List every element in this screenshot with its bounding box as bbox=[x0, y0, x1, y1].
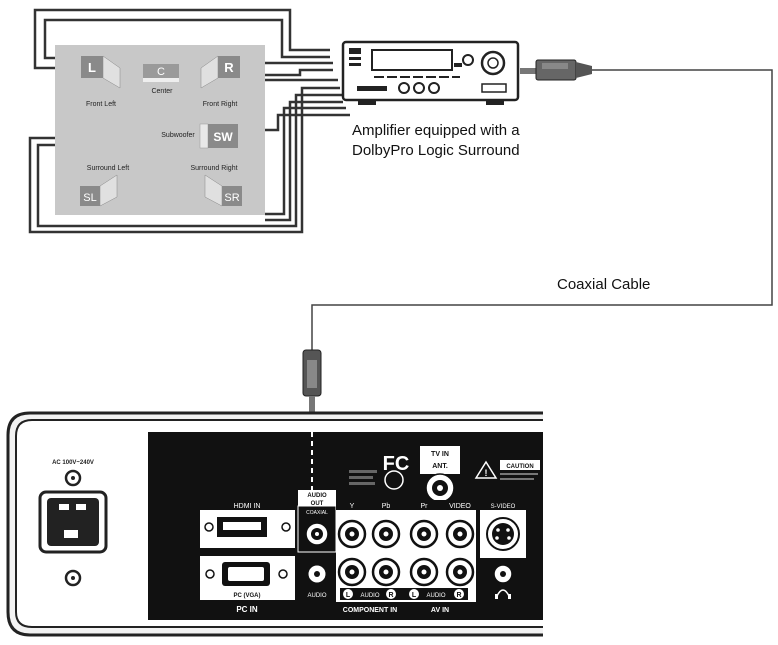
audio-out-label-1: AUDIO bbox=[307, 493, 327, 499]
component-pb-jack bbox=[371, 519, 401, 549]
amplifier-caption: Amplifier equipped with a DolbyPro Logic… bbox=[352, 121, 520, 161]
front-right-speaker: R Front Right bbox=[200, 55, 240, 108]
av-video-jack bbox=[445, 519, 475, 549]
svideo-label: S-VIDEO bbox=[491, 504, 516, 510]
ant-label: ANT. bbox=[432, 463, 448, 470]
center-speaker: C Center bbox=[143, 64, 179, 95]
y-label: Y bbox=[350, 503, 355, 510]
audio-out-label-2: OUT bbox=[311, 501, 324, 507]
av-l-label: L bbox=[412, 592, 417, 599]
pc-in-label: PC IN bbox=[236, 605, 258, 614]
caution-label: CAUTION bbox=[506, 464, 533, 470]
surround-right-badge: SR bbox=[224, 192, 239, 204]
component-r-label: R bbox=[388, 592, 393, 599]
center-label: Center bbox=[151, 88, 173, 95]
surround-left-speaker: Surround Left SL bbox=[80, 165, 129, 207]
av-in-label: AV IN bbox=[431, 607, 449, 614]
component-y-jack bbox=[337, 519, 367, 549]
subwoofer-label: Subwoofer bbox=[161, 132, 195, 139]
av-audio-r-jack bbox=[445, 557, 475, 587]
amplifier-device bbox=[341, 40, 520, 105]
component-audio-label: AUDIO bbox=[360, 593, 379, 599]
coaxial-cable bbox=[311, 69, 773, 350]
hdmi-label: HDMI IN bbox=[234, 503, 261, 510]
pc-vga-label: PC (VGA) bbox=[234, 593, 261, 599]
component-in-label: COMPONENT IN bbox=[343, 607, 397, 614]
fc-logo: FC bbox=[383, 453, 410, 475]
surround-left-label: Surround Left bbox=[87, 165, 129, 172]
front-left-speaker: L Front Left bbox=[81, 55, 121, 108]
coax-plug-tv bbox=[302, 349, 322, 430]
front-right-label: Front Right bbox=[203, 101, 238, 108]
coax-plug-amp bbox=[520, 59, 592, 81]
warning-icon bbox=[474, 460, 498, 479]
front-left-badge: L bbox=[88, 60, 96, 75]
front-left-label: Front Left bbox=[86, 101, 116, 108]
component-audio-r-jack bbox=[371, 557, 401, 587]
av-r-label: R bbox=[456, 592, 461, 599]
surround-left-badge: SL bbox=[83, 192, 96, 204]
coaxial-label: COAXIAL bbox=[306, 510, 328, 516]
component-audio-l-jack bbox=[337, 557, 367, 587]
pb-label: Pb bbox=[382, 503, 391, 510]
av-audio-label: AUDIO bbox=[426, 593, 445, 599]
power-label: AC 100V~240V bbox=[52, 460, 94, 466]
subwoofer-badge: SW bbox=[213, 130, 233, 144]
headphone-icon bbox=[496, 589, 510, 597]
av-audio-l-jack bbox=[409, 557, 439, 587]
amplifier-caption-line2: DolbyPro Logic Surround bbox=[352, 142, 520, 159]
center-badge: C bbox=[157, 66, 165, 78]
tv-back-panel: AC 100V~240V HDMI IN AUDIO OUT COAXIAL bbox=[6, 411, 543, 637]
audio-label: AUDIO bbox=[307, 593, 326, 599]
tv-in-label: TV IN bbox=[431, 451, 449, 458]
surround-right-speaker: Surround Right SR bbox=[190, 165, 242, 207]
svg-text:!: ! bbox=[485, 468, 488, 478]
component-pr-jack bbox=[409, 519, 439, 549]
amplifier-caption-line1: Amplifier equipped with a bbox=[352, 122, 520, 139]
pr-label: Pr bbox=[421, 503, 429, 510]
front-right-badge: R bbox=[224, 60, 234, 75]
surround-right-label: Surround Right bbox=[190, 165, 237, 172]
subwoofer-speaker: Subwoofer SW bbox=[161, 123, 238, 149]
coaxial-cable-caption: Coaxial Cable bbox=[557, 276, 651, 293]
video-label: VIDEO bbox=[449, 503, 471, 510]
component-l-label: L bbox=[346, 592, 351, 599]
etl-mark-icon bbox=[384, 470, 404, 490]
